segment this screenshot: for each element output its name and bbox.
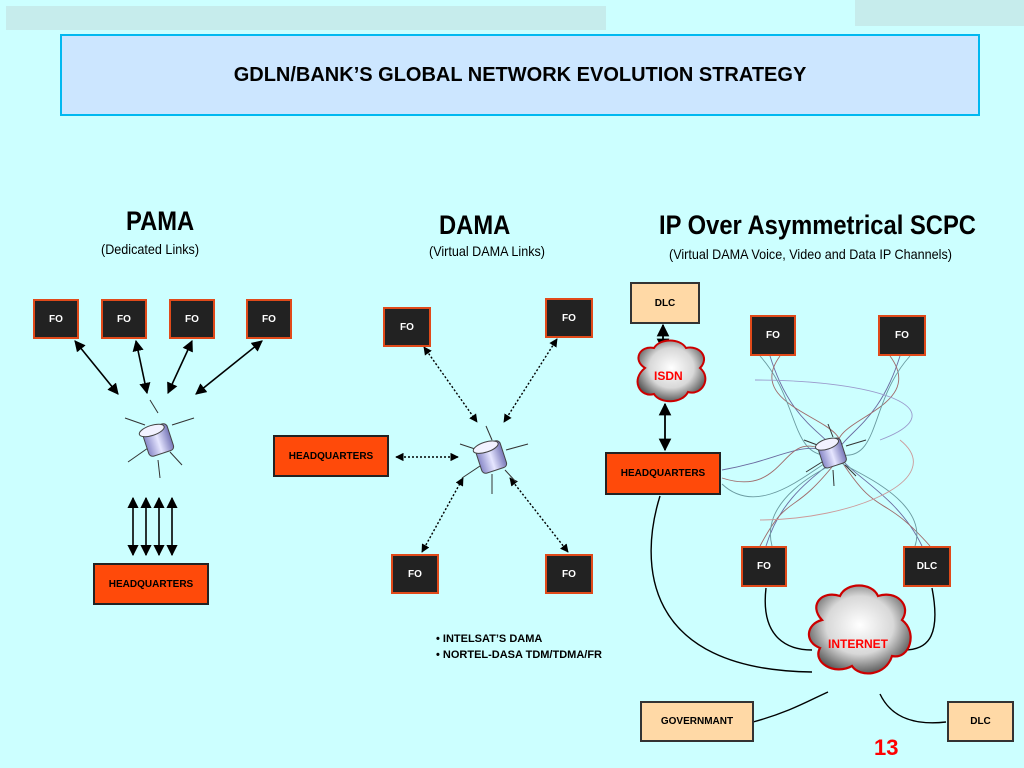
scpc-dlc-bottom-label: DLC — [970, 716, 991, 727]
dama-bullet-1: • INTELSAT’S DAMA — [436, 633, 543, 645]
pama-headquarters-label: HEADQUARTERS — [108, 578, 194, 590]
scpc-fo-top-right: FO — [878, 315, 926, 356]
scpc-fo-top-right-label: FO — [895, 330, 909, 341]
pama-fo-3-label: FO — [185, 313, 199, 325]
scpc-headquarters-label: HEADQUARTERS — [620, 468, 706, 479]
scpc-fo-top-left: FO — [750, 315, 796, 356]
dama-fo-top-left: FO — [383, 307, 431, 347]
scpc-satellite-icon — [803, 423, 867, 487]
dama-fo-top-right: FO — [545, 298, 593, 338]
scpc-internet-links — [650, 495, 947, 724]
scpc-subtitle: (Virtual DAMA Voice, Video and Data IP C… — [669, 246, 952, 262]
dama-fo-bottom-right-label: FO — [562, 568, 576, 580]
pama-fo-3: FO — [169, 299, 215, 339]
scpc-dlc-middle-label: DLC — [916, 561, 938, 572]
pama-fo-1-label: FO — [49, 313, 63, 325]
pama-fo-2: FO — [101, 299, 147, 339]
pama-headquarters: HEADQUARTERS — [93, 563, 209, 605]
scpc-headquarters: HEADQUARTERS — [605, 452, 721, 495]
dama-headquarters-label: HEADQUARTERS — [288, 450, 374, 462]
pama-subtitle: (Dedicated Links) — [101, 241, 200, 257]
top-bar-left — [6, 6, 606, 30]
dama-subtitle: (Virtual DAMA Links) — [429, 243, 546, 259]
pama-links — [74, 339, 263, 557]
dama-fo-bottom-right: FO — [545, 554, 593, 594]
dama-heading: DAMA — [439, 210, 511, 240]
dama-fo-top-left-label: FO — [400, 321, 414, 333]
scpc-fo-top-left-label: FO — [766, 330, 780, 341]
scpc-fo-bottom-label: FO — [757, 561, 771, 572]
dama-bullet-2: • NORTEL-DASA TDM/TDMA/FR — [436, 649, 602, 661]
pama-heading: PAMA — [126, 206, 195, 236]
top-bar-right — [855, 0, 1024, 26]
scpc-dlc-bottom: DLC — [947, 701, 1014, 742]
pama-satellite-icon — [124, 399, 195, 479]
page-title: GDLN/BANK’S GLOBAL NETWORK EVOLUTION STR… — [233, 63, 807, 86]
scpc-dlc-top-label: DLC — [654, 297, 676, 309]
isdn-cloud-icon — [636, 339, 707, 403]
scpc-dlc-middle: DLC — [903, 546, 951, 587]
dama-fo-bottom-left-label: FO — [408, 568, 422, 580]
pama-fo-4-label: FO — [262, 313, 276, 325]
scpc-government-label: GOVERNMANT — [660, 716, 734, 727]
dama-bullet-list: • INTELSAT’S DAMA • NORTEL-DASA TDM/TDMA… — [436, 631, 602, 663]
internet-cloud-icon — [807, 584, 912, 675]
dama-fo-top-right-label: FO — [562, 312, 576, 324]
pama-fo-4: FO — [246, 299, 292, 339]
dama-satellite-icon — [459, 425, 529, 494]
isdn-label: ISDN — [654, 369, 683, 383]
pama-fo-2-label: FO — [117, 313, 131, 325]
scpc-government: GOVERNMANT — [640, 701, 754, 742]
scpc-heading: IP Over Asymmetrical SCPC — [659, 210, 976, 240]
internet-label: INTERNET — [828, 637, 888, 651]
page-number: 13 — [874, 735, 899, 760]
scpc-fo-bottom: FO — [741, 546, 787, 587]
scpc-dlc-top: DLC — [630, 282, 700, 324]
dama-links — [395, 338, 569, 553]
dama-headquarters: HEADQUARTERS — [273, 435, 389, 477]
dama-fo-bottom-left: FO — [391, 554, 439, 594]
title-box: GDLN/BANK’S GLOBAL NETWORK EVOLUTION STR… — [60, 34, 980, 116]
pama-fo-1: FO — [33, 299, 79, 339]
